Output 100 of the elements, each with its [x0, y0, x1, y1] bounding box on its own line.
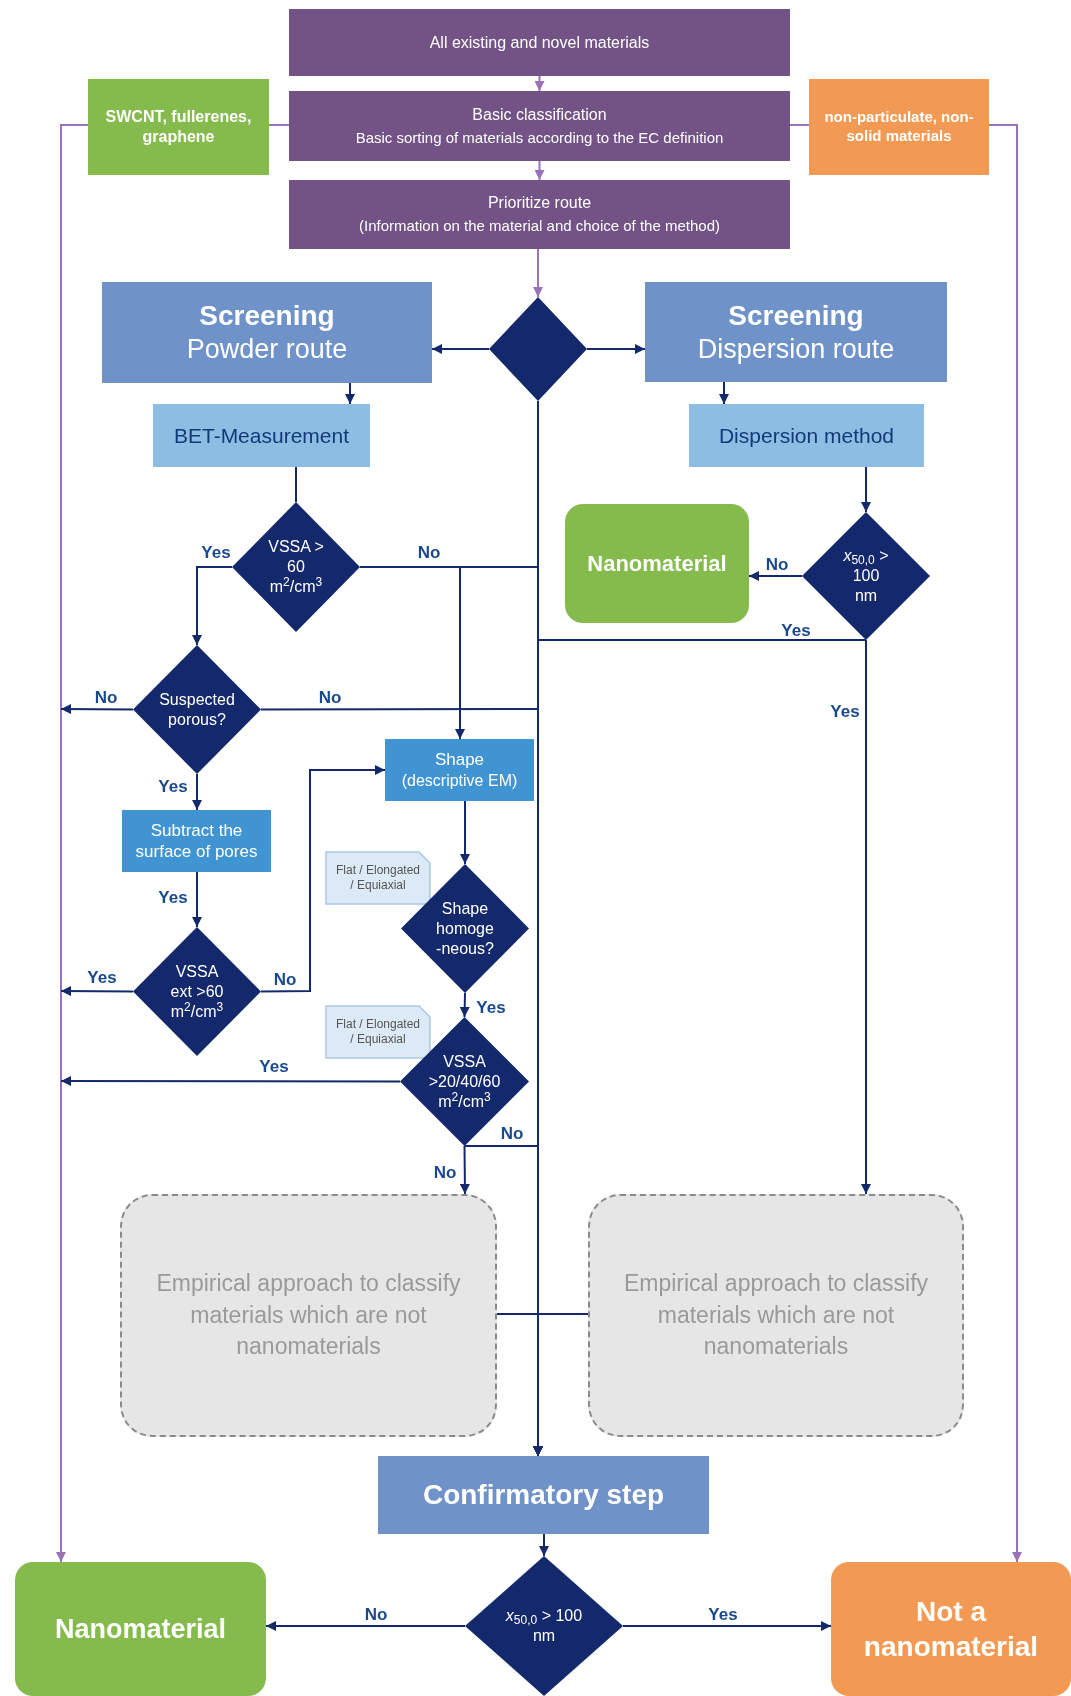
- arrow: [431, 344, 490, 354]
- edge-label: No: [431, 1163, 459, 1181]
- arrow: [265, 1621, 466, 1631]
- arrow: [60, 1076, 401, 1086]
- edge-label: No: [271, 970, 299, 988]
- node-label: Shape homoge -neous?: [435, 898, 495, 959]
- edge-label: Yes: [85, 968, 119, 986]
- node-label: All existing and novel materials: [429, 32, 650, 53]
- arrow: [459, 992, 470, 1018]
- edge-label: No: [316, 688, 344, 706]
- node-description: Powder route: [186, 333, 348, 367]
- node-label: Suspected porous?: [158, 689, 236, 730]
- note-card: [325, 1005, 431, 1059]
- arrow: [533, 1313, 589, 1457]
- connector-line: [789, 124, 810, 126]
- node-label: Confirmatory step: [422, 1478, 665, 1512]
- node-label: Subtract the surface of pores: [134, 819, 259, 863]
- node-label: VSSA >20/40/60 m$^{2}$/cm$^{3}$: [427, 1051, 502, 1112]
- node-label: Flat / Elongated / Equiaxial: [334, 1017, 422, 1047]
- node-label: Shape: [434, 749, 485, 771]
- result-box: [565, 504, 749, 623]
- node-description: (descriptive EM): [401, 770, 518, 791]
- node-label: Screening: [199, 299, 335, 334]
- node-label: Empirical approach to classify materials which are not nanomaterials: [622, 1269, 930, 1362]
- process-box: [289, 180, 790, 249]
- node-label: BET-Measurement: [173, 422, 350, 449]
- arrow: [539, 1533, 549, 1557]
- step-box: [122, 810, 271, 872]
- node-label: SWCNT, fullerenes, graphene: [104, 107, 253, 147]
- process-box: [289, 91, 790, 161]
- step-box: [153, 404, 370, 467]
- arrow: [56, 124, 89, 1563]
- edge-label: Yes: [199, 543, 233, 561]
- edge-label: Yes: [156, 888, 190, 906]
- result-box: [15, 1562, 266, 1696]
- connector-line: [268, 124, 290, 126]
- decision-diamond: [465, 1556, 623, 1696]
- edge-label: No: [415, 543, 443, 561]
- edge-label: No: [92, 688, 120, 706]
- approach-box: [120, 1194, 497, 1437]
- category-box: [88, 79, 269, 175]
- node-label: x$_{50,0}$ > 100 nm: [842, 546, 890, 606]
- edge-label: Yes: [706, 1605, 740, 1623]
- arrow: [460, 800, 470, 865]
- arrow: [60, 986, 134, 997]
- step-box: [689, 404, 924, 467]
- node-label: Screening: [728, 298, 864, 333]
- arrow: [748, 571, 803, 581]
- route-box: [645, 282, 947, 382]
- connector-line: [295, 466, 297, 503]
- edge-label: Yes: [257, 1057, 291, 1075]
- arrow: [586, 344, 646, 354]
- node-label: Not a nanomaterial: [862, 1595, 1040, 1664]
- node-label: Nanomaterial: [54, 1612, 227, 1646]
- arrow: [861, 639, 871, 1195]
- arrow: [622, 1621, 832, 1631]
- step-box: [385, 739, 534, 801]
- diamond-shape: [489, 297, 587, 401]
- arrow: [359, 566, 465, 740]
- node-description: Basic sorting of materials according to the EC definition: [355, 127, 724, 148]
- edge-label: Yes: [828, 702, 862, 720]
- process-box: [289, 9, 790, 76]
- arrow: [60, 704, 134, 715]
- arrow: [192, 566, 233, 646]
- edge-label: No: [498, 1124, 526, 1142]
- edge-label: Yes: [156, 777, 190, 795]
- arrow: [861, 466, 871, 513]
- arrow: [459, 1145, 470, 1195]
- arrow: [534, 160, 545, 181]
- arrow: [192, 773, 202, 811]
- note-card: [325, 851, 431, 905]
- node-label: Flat / Elongated / Equiaxial: [334, 863, 422, 893]
- arrow: [345, 382, 355, 405]
- arrow: [534, 75, 545, 92]
- edge-label: No: [362, 1605, 390, 1623]
- node-label: non-particulate, non-solid materials: [824, 108, 974, 146]
- node-label: VSSA ext >60 m$^{2}$/cm$^{3}$: [169, 961, 225, 1022]
- decision-diamond: [133, 645, 261, 774]
- approach-box: [588, 1194, 964, 1437]
- decision-diamond: [133, 927, 261, 1056]
- step-box: [378, 1456, 709, 1534]
- node-label: Dispersion method: [718, 422, 895, 449]
- decision-diamond: [232, 502, 360, 632]
- node-label: VSSA > 60 m$^{2}$/cm$^{3}$: [267, 537, 325, 597]
- edge-label: Yes: [474, 998, 508, 1016]
- route-box: [102, 282, 432, 383]
- edge-label: Yes: [779, 621, 813, 639]
- arrow: [192, 871, 202, 928]
- node-label: Basic classification: [472, 104, 607, 125]
- edge-label: No: [763, 555, 791, 573]
- category-box: [809, 79, 989, 175]
- node-label: x$_{50,0}$ > 100 nm: [505, 1606, 583, 1646]
- node-label: Nanomaterial: [587, 550, 727, 578]
- arrow: [260, 765, 386, 993]
- arrow: [533, 248, 543, 298]
- arrow: [719, 381, 729, 405]
- node-description: Dispersion route: [697, 332, 895, 366]
- arrow: [988, 124, 1022, 1563]
- node-description: (Information on the material and choice of the method): [358, 216, 720, 237]
- result-box: [831, 1562, 1071, 1696]
